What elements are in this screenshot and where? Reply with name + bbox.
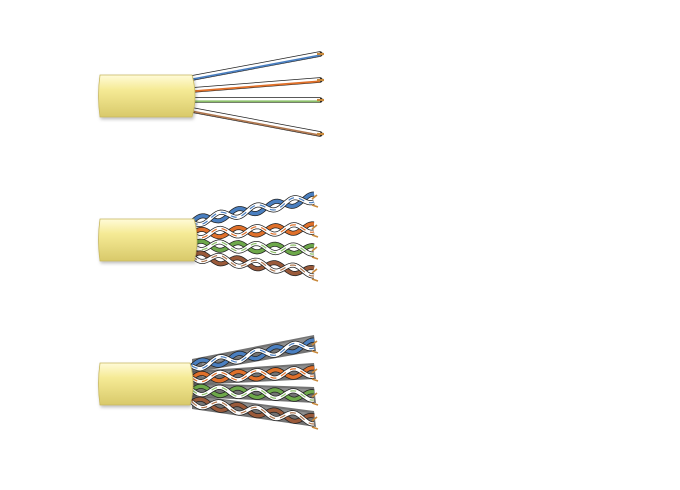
green-pair [190,383,319,406]
copper-tip [311,268,318,274]
brown-pair [190,250,319,282]
cable-jacket [98,218,198,262]
copper-tip [311,194,318,200]
copper-tip [311,204,319,208]
copper-tip [311,426,319,430]
copper-tip [311,392,318,398]
orange-pair [190,363,319,385]
blue-pair [190,191,319,228]
untwisted-cable [98,51,324,137]
copper-tip [311,340,318,346]
blue-pair-wire [191,54,321,81]
copper-tip [311,368,318,374]
blue-pair [190,335,319,373]
copper-tip [311,224,318,230]
brown-pair [190,395,319,430]
copper-tip [311,246,318,252]
copper-tip [311,402,319,406]
copper-tip [311,278,319,282]
copper-tip [311,234,319,238]
twisted-pair-cable [98,191,319,282]
green-pair [190,238,319,260]
shielded-twisted-pair-cable [98,335,319,430]
copper-tip [311,416,318,422]
copper-tip [311,378,319,382]
copper-tip [311,256,319,260]
brown-pair-wire [191,110,321,137]
cable-jacket [98,362,194,406]
copper-tip [311,350,319,354]
orange-pair-wire [191,80,321,93]
orange-pair [190,221,319,241]
cable-jacket [98,74,196,118]
